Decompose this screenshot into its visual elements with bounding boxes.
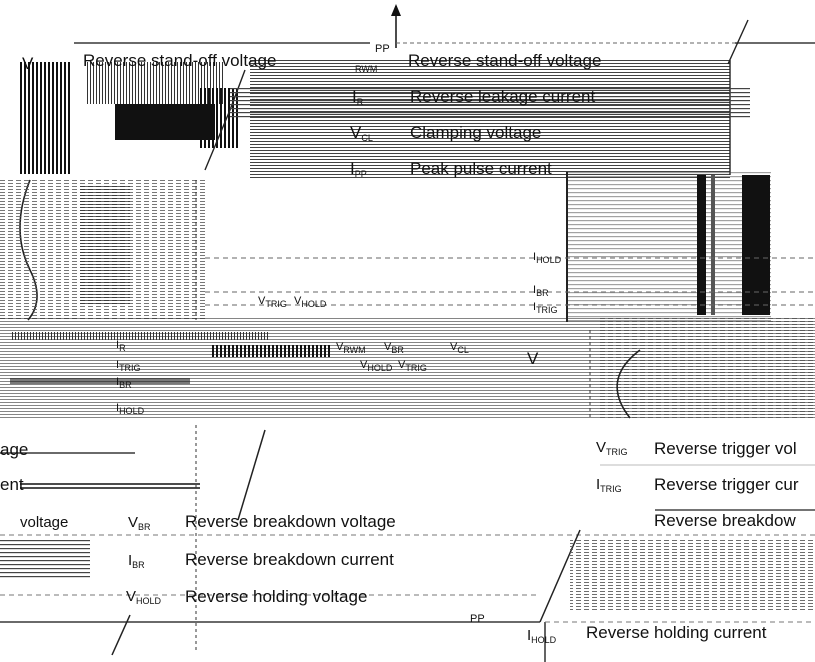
ir-symbol: IR (352, 87, 364, 107)
ibr-axis-label: IBR (116, 376, 132, 390)
ihold-axis-label: IHOLD (116, 402, 145, 416)
vcl-axis-label: VCL (450, 341, 469, 355)
voltage-axis-label: V (527, 349, 539, 368)
arrow-head-icon (391, 4, 401, 16)
ihold-description: Reverse holding current (586, 623, 767, 642)
ir-axis-label: IR (116, 339, 126, 353)
itrig-symbol-right: ITRIG (596, 476, 622, 494)
ibr-symbol-lower: IBR (128, 552, 145, 570)
ihold-symbol-right: IHOLD (527, 627, 557, 645)
vbr-axis-label: VBR (384, 341, 404, 355)
vbr-symbol-lower: VBR (128, 514, 151, 532)
vtrig-label: VTRIG (258, 295, 287, 309)
ipp-description: Peak pulse current (410, 159, 552, 178)
vbr-description-right: Reverse breakdow (654, 511, 796, 530)
ir-description: Reverse leakage current (410, 87, 596, 106)
vbr-description: Reverse breakdown voltage (185, 512, 396, 531)
vrwm-axis-label: VRWM (336, 341, 366, 355)
vtrig-description: Reverse trigger vol (654, 439, 797, 458)
vtrig-axis-label: VTRIG (398, 359, 427, 373)
left-fragment-2: ent (0, 475, 24, 494)
itrig-label: ITRIG (533, 301, 558, 315)
vcl-description: Clamping voltage (410, 123, 542, 142)
vrwm-description: Reverse stand-off voltage (83, 51, 277, 70)
vhold-symbol-lower: VHOLD (126, 588, 162, 606)
vrwm-symbol: V (22, 54, 34, 73)
ibr-description: Reverse breakdown current (185, 550, 394, 569)
ipp-symbol: IPP (350, 159, 367, 179)
ipp-lower-label: PP (470, 613, 485, 625)
left-fragment-1: age (0, 440, 29, 459)
vhold-label: VHOLD (294, 295, 327, 309)
itrig-axis-label: ITRIG (116, 359, 141, 373)
vrwm-symbol-top: RWM (355, 64, 378, 74)
vtrig-symbol-right: VTRIG (596, 439, 628, 457)
irwm-description: Reverse stand-off voltage (408, 51, 602, 70)
itrig-description: Reverse trigger cur (654, 475, 799, 494)
left-fragment-3: voltage (20, 514, 69, 531)
vhold-axis-label: VHOLD (360, 359, 393, 373)
ihold-label: IHOLD (533, 251, 562, 265)
ipp-axis-label: PP (375, 43, 390, 55)
vhold-description: Reverse holding voltage (185, 587, 368, 606)
ibr-label: IBR (533, 284, 549, 298)
vcl-symbol: VCL (350, 123, 373, 143)
